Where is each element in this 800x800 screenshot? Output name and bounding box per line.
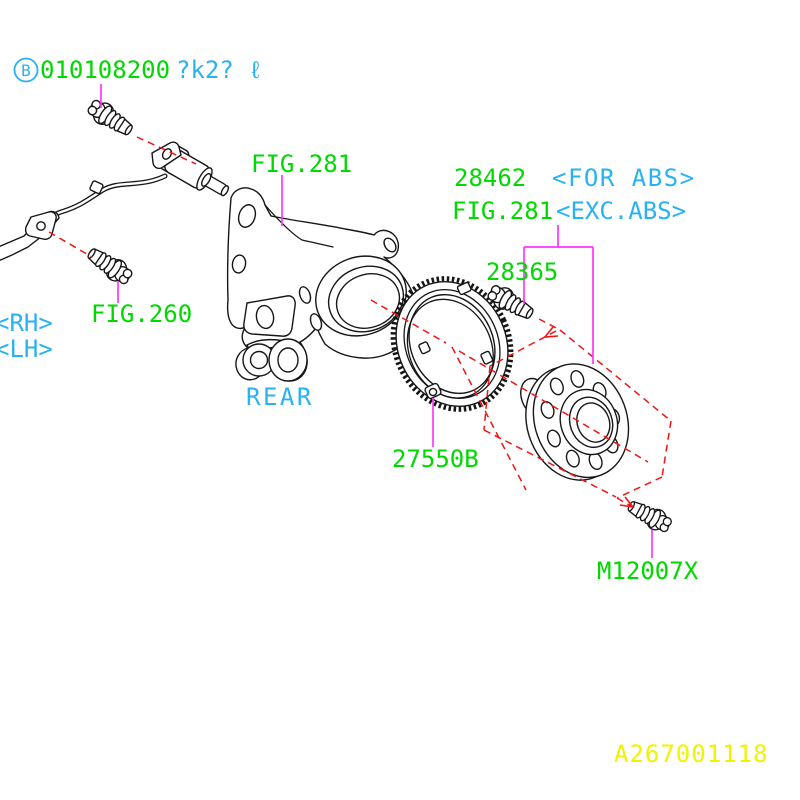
- label-orientation-rear: REAR: [246, 383, 314, 411]
- label-knuckle-fig: FIG.281: [251, 150, 352, 178]
- part-number-top: 010108200: [40, 56, 170, 84]
- label-hub-variant-abs: <FOR ABS>: [552, 164, 696, 192]
- label-wheel-stud: 28365: [486, 258, 558, 286]
- label-hub-bolt: M12007X: [597, 557, 699, 585]
- label-hub-fig: FIG.281: [452, 197, 553, 225]
- hub-drawing: [520, 363, 630, 481]
- leader-hub-bracket: [523, 225, 594, 364]
- tone-ring-drawing: [390, 276, 514, 412]
- label-fig260: FIG.260: [91, 300, 192, 328]
- fig260-bolt-drawing: [82, 242, 136, 289]
- assembly-arrowheads: [543, 326, 635, 509]
- label-hub-variant-exc: <EXC.ABS>: [556, 197, 686, 225]
- part-number-top-suffix: ?k2? ℓ: [176, 56, 263, 84]
- hub-bolt-drawing: [623, 495, 675, 537]
- knuckle-drawing: [226, 187, 417, 382]
- doc-number: A267001118: [614, 740, 769, 768]
- leader-lines: [100, 84, 653, 558]
- label-side-lh: <LH>: [0, 335, 53, 363]
- label-hub-part: 28462: [454, 164, 526, 192]
- flange-bolt-top-drawing: [84, 95, 138, 142]
- abs-sensor-drawing: [0, 141, 230, 262]
- labels: B 010108200 ?k2? ℓ FIG.281 28462 <FOR AB…: [0, 56, 769, 768]
- label-side-rh: <RH>: [0, 309, 53, 337]
- label-tone-ring: 27550B: [392, 445, 479, 473]
- badge-letter: B: [21, 61, 31, 80]
- circled-b-badge: [13, 57, 39, 83]
